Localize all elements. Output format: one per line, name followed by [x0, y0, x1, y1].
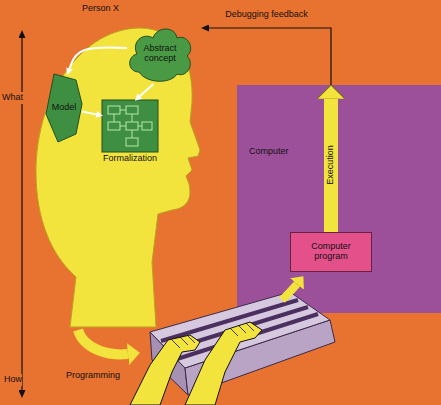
node-label: Computer program — [295, 242, 367, 262]
edge-label: Debugging feedback — [225, 10, 308, 20]
concept-arrow — [70, 47, 127, 68]
flowchart-link — [120, 110, 126, 111]
node-label: Computer — [249, 147, 339, 157]
flowchart-step — [126, 138, 138, 146]
node-label: Abstract concept — [135, 44, 185, 64]
what-how-axis — [21, 38, 22, 390]
model-shape: Model — [46, 74, 82, 142]
concept-arrow — [82, 111, 96, 114]
concept-arrow — [140, 84, 153, 96]
flowchart-link — [114, 114, 115, 122]
node-label: Person X — [82, 4, 162, 14]
flowchart-step — [126, 106, 138, 114]
keyboard-front — [185, 320, 335, 395]
key-row — [169, 307, 308, 350]
left-hand — [130, 335, 200, 405]
flowchart-link — [138, 126, 142, 127]
right-hand — [185, 322, 262, 405]
finger-lines — [230, 323, 254, 336]
head-silhouette: Person XAbstract conceptModelFormalizati… — [32, 22, 202, 327]
formalization-block — [102, 100, 158, 152]
flowchart-step — [142, 122, 152, 130]
concept-cloud: Abstract concept — [127, 24, 193, 84]
flowchart-link — [132, 114, 133, 122]
computer-box: ComputerComputer program — [237, 85, 441, 313]
flowchart-step — [108, 106, 120, 114]
finger-lines — [172, 336, 195, 348]
model-shape — [46, 74, 82, 142]
head-silhouette — [36, 28, 200, 327]
edge-label: Execution — [326, 145, 336, 185]
execution-arrow — [324, 99, 338, 232]
keyboard-top — [150, 292, 330, 368]
axis-label: Programming — [66, 370, 120, 382]
key-row — [177, 314, 318, 359]
flowchart-step — [108, 122, 120, 130]
formalization-chart — [102, 100, 158, 152]
programming-arrow — [78, 330, 128, 354]
flowchart-link — [132, 130, 133, 138]
formalization-chart: Formalization — [102, 100, 158, 152]
keyboard-side — [150, 332, 188, 395]
feedback-arrow — [209, 28, 331, 85]
axis-label: How — [4, 374, 22, 386]
node-label: Formalization — [90, 154, 170, 164]
axis-label: What — [2, 92, 23, 104]
flowchart-step — [126, 122, 138, 130]
concept-cloud — [130, 29, 191, 81]
program-box: Computer program — [290, 232, 372, 272]
flowchart-link — [120, 126, 126, 127]
input-arrow — [282, 284, 297, 300]
key-row — [161, 300, 298, 341]
node-label: Model — [52, 103, 77, 113]
